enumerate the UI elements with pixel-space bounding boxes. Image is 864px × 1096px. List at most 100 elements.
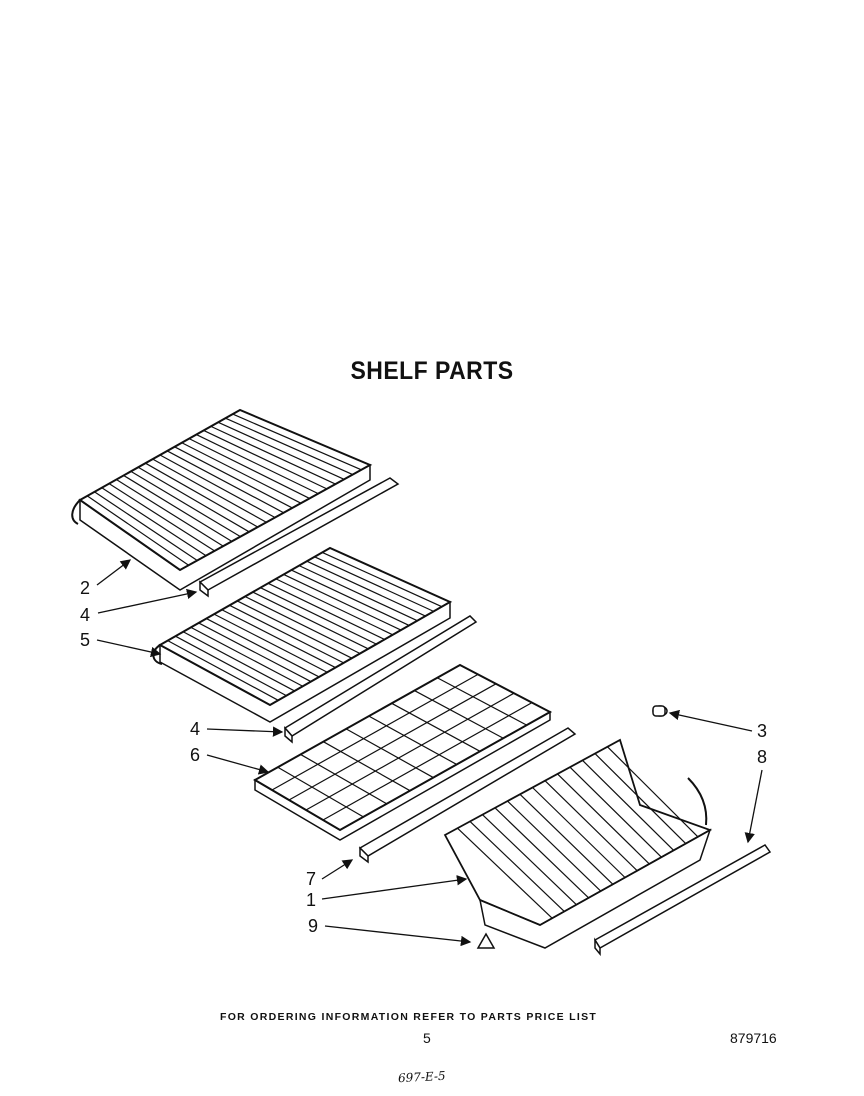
grid-shelf-lower xyxy=(252,663,553,841)
callout-9: 9 xyxy=(308,916,318,936)
leader-line-2 xyxy=(96,559,132,586)
grid-wire xyxy=(288,683,497,801)
shelf-wire-rib xyxy=(174,446,293,509)
basket-wire-rib xyxy=(507,800,602,892)
grid-wire xyxy=(391,702,481,752)
shelf-wire-rib xyxy=(267,582,385,640)
basket-wire-rib xyxy=(469,820,565,912)
shelf-wire-rib xyxy=(206,618,320,678)
shelf-trim-strip-3 xyxy=(358,727,577,864)
basket-wire-rib xyxy=(569,766,662,858)
shelf-wire-rib xyxy=(217,421,345,480)
grid-wire xyxy=(436,677,527,726)
page-title: SHELF PARTS xyxy=(350,357,514,385)
shelf-wire-rib xyxy=(130,470,241,538)
shelf-wire-rib xyxy=(229,604,344,664)
basket-wire-rib xyxy=(544,780,638,872)
shelf-wire-rib xyxy=(94,491,198,561)
callout-6: 6 xyxy=(190,745,200,765)
grid-wire xyxy=(305,692,515,811)
grid-wire xyxy=(368,715,457,765)
leader-line-7 xyxy=(321,859,354,880)
grid-wire xyxy=(345,728,434,779)
handwritten-note: 697-E-5 xyxy=(397,1068,446,1086)
shelf-wire-rib xyxy=(181,442,302,504)
wire-shelf-upper xyxy=(71,408,373,591)
shelf-wire-rib xyxy=(213,613,328,673)
callout-4a: 4 xyxy=(80,605,90,625)
leader-line-3 xyxy=(668,709,753,732)
wire-basket xyxy=(443,738,713,949)
shelf-wire-rib xyxy=(283,573,402,631)
grid-wire xyxy=(277,766,364,818)
shelf-wire-rib xyxy=(275,578,393,636)
shelf-wire-rib xyxy=(167,640,279,701)
leader-line-9 xyxy=(324,925,472,947)
callout-7: 7 xyxy=(306,869,316,889)
leader-line-8 xyxy=(744,769,763,844)
shelf-wire-rib xyxy=(145,462,259,528)
shelf-trim-strip-2 xyxy=(283,615,478,744)
shelf-wire-rib xyxy=(198,622,312,683)
shelf-wire-rib xyxy=(232,413,362,471)
basket-wire-rib xyxy=(532,787,626,878)
wire-shelf-middle xyxy=(152,546,453,723)
shelf-wire-rib xyxy=(101,487,207,557)
callout-4b: 4 xyxy=(190,719,200,739)
ordering-info-note: FOR ORDERING INFORMATION REFER TO PARTS … xyxy=(220,1011,598,1023)
callout-3: 3 xyxy=(757,721,767,741)
shelf-wire-rib xyxy=(210,425,336,485)
shelf-wire-rib xyxy=(298,565,418,622)
shelf-wire-rib xyxy=(225,417,353,476)
basket-wire-rib xyxy=(482,814,577,906)
grid-wire xyxy=(323,741,411,792)
basket-wire-rib xyxy=(519,793,614,885)
callout-1: 1 xyxy=(306,890,316,910)
shelf-wire-rib xyxy=(260,587,377,645)
shelf-wire-rib xyxy=(137,466,250,533)
basket-wire-rib xyxy=(494,807,589,899)
page-number: 5 xyxy=(423,1030,431,1046)
shelf-wire-rib xyxy=(190,626,304,687)
shelf-wire-rib xyxy=(123,474,233,542)
callout-5: 5 xyxy=(80,630,90,650)
leader-line-6 xyxy=(206,754,270,775)
shelf-wire-rib xyxy=(306,560,426,617)
shelf-wire-rib xyxy=(108,483,215,552)
grid-wire xyxy=(322,702,533,821)
basket-wire-rib xyxy=(582,759,674,851)
grid-wire xyxy=(271,673,479,791)
shelf-wire-rib xyxy=(175,635,287,697)
basket-wire-rib xyxy=(457,827,553,919)
shelf-wire-rib xyxy=(291,569,410,626)
leader-line-1 xyxy=(321,875,468,900)
shelf-wire-rib xyxy=(116,479,224,547)
basket-trim-strip xyxy=(593,844,772,957)
shelf-wire-rib xyxy=(196,434,319,495)
leader-line-5 xyxy=(96,639,162,658)
shelf-wire-rib xyxy=(237,600,353,659)
shelf-wire-rib xyxy=(182,631,295,692)
shelf-end-cap xyxy=(652,705,668,717)
basket-wire-rib xyxy=(607,746,699,838)
shelf-wire-rib xyxy=(252,591,369,650)
shelf-trim-strip-1 xyxy=(198,477,400,598)
shelf-wire-rib xyxy=(159,454,276,519)
shelf-wire-rib xyxy=(322,551,443,608)
callout-8: 8 xyxy=(757,747,767,767)
grid-wire xyxy=(414,690,504,739)
grid-wire xyxy=(300,753,387,805)
basket-wire-rib xyxy=(594,753,687,844)
shelf-wire-rib xyxy=(221,609,336,669)
basket-foot xyxy=(476,932,496,949)
leader-line-4b xyxy=(206,726,284,737)
shelf-wire-rib xyxy=(166,450,284,514)
shelf-wire-rib xyxy=(188,438,310,499)
callout-2: 2 xyxy=(80,578,90,598)
basket-wire-rib xyxy=(557,773,650,865)
shelf-wire-rib xyxy=(203,429,328,490)
shelf-wire-rib xyxy=(152,458,267,523)
part-number: 879716 xyxy=(730,1030,777,1046)
shelf-wire-rib xyxy=(86,495,189,566)
